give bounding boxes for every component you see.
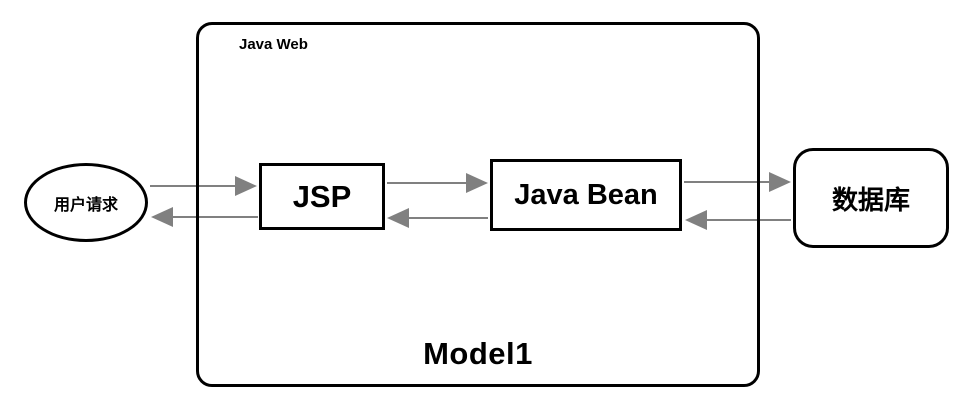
- node-user-request: 用户请求: [24, 163, 148, 242]
- node-jsp-label: JSP: [292, 178, 352, 214]
- node-java-bean-label: Java Bean: [514, 178, 658, 211]
- node-user-request-label: 用户请求: [53, 196, 118, 214]
- node-database-label: 数据库: [831, 184, 910, 215]
- node-jsp: JSP: [259, 163, 385, 230]
- java-web-container: Java Web Model1: [196, 22, 760, 387]
- container-label: Java Web: [239, 36, 308, 53]
- node-database: 数据库: [793, 148, 949, 248]
- diagram-title: Model1: [423, 336, 533, 371]
- node-java-bean: Java Bean: [490, 159, 682, 231]
